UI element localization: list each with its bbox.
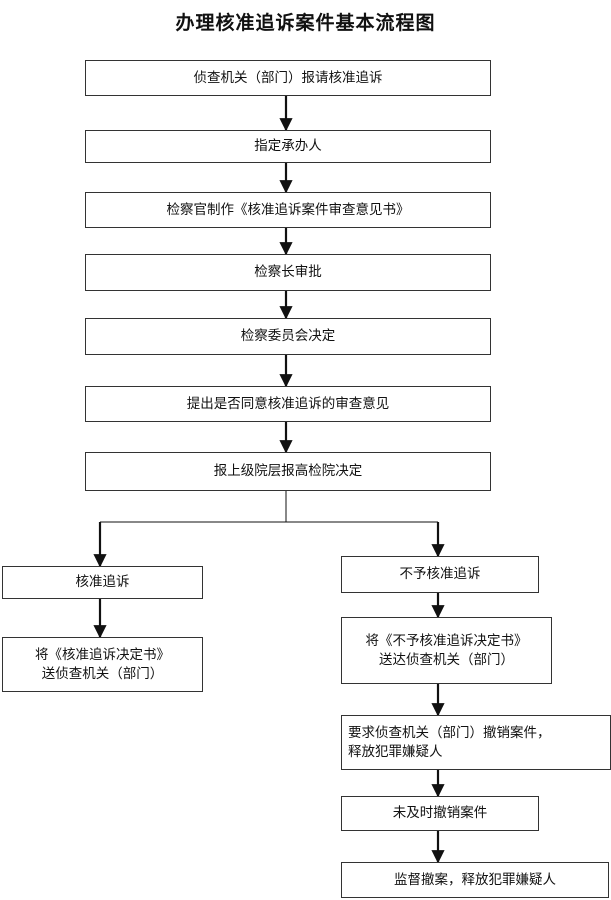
branch-reject-require-line-2: 释放犯罪嫌疑人 [348, 743, 443, 760]
branch-reject-require: 要求侦查机关（部门）撤销案件， 释放犯罪嫌疑人 [341, 715, 611, 770]
step-chief-approval-label: 检察长审批 [254, 264, 322, 280]
page-title: 办理核准追诉案件基本流程图 [175, 12, 436, 34]
step-opinion: 检察官制作《核准追诉案件审查意见书》 [85, 192, 491, 228]
branch-approve-action-line-2: 送侦查机关（部门） [41, 665, 164, 682]
branch-reject-untimely: 未及时撤销案件 [341, 796, 539, 831]
step-review-opinion-label: 提出是否同意核准追诉的审查意见 [186, 395, 390, 412]
branch-reject-decision: 不予核准追诉 [341, 556, 539, 593]
step-report: 侦查机关（部门）报请核准追诉 [85, 60, 491, 96]
step-escalate: 报上级院层报高检院决定 [85, 452, 491, 491]
step-committee-label: 检察委员会决定 [240, 328, 336, 344]
step-review-opinion: 提出是否同意核准追诉的审查意见 [85, 386, 491, 422]
branch-reject-supervise: 监督撤案，释放犯罪嫌疑人 [341, 862, 609, 898]
branch-reject-untimely-label: 未及时撤销案件 [392, 805, 488, 821]
step-escalate-label: 报上级院层报高检院决定 [213, 463, 363, 479]
branch-approve-decision-label: 核准追诉 [75, 574, 130, 590]
branch-approve-action-line-1: 将《核准追诉决定书》 [35, 646, 170, 663]
branch-reject-decision-label: 不予核准追诉 [399, 566, 481, 582]
step-opinion-label: 检察官制作《核准追诉案件审查意见书》 [166, 201, 410, 218]
branch-reject-supervise-label: 监督撤案，释放犯罪嫌疑人 [394, 871, 556, 888]
branch-reject-action-line-2: 送达侦查机关（部门） [379, 651, 514, 668]
branch-reject-action: 将《不予核准追诉决定书》 送达侦查机关（部门） [341, 617, 552, 684]
branch-reject-require-line-1: 要求侦查机关（部门）撤销案件， [348, 724, 551, 741]
branch-approve-decision: 核准追诉 [2, 566, 203, 599]
step-report-label: 侦查机关（部门）报请核准追诉 [193, 69, 383, 86]
step-assign-label: 指定承办人 [254, 138, 322, 154]
branch-reject-action-line-1: 将《不予核准追诉决定书》 [365, 632, 528, 649]
step-assign: 指定承办人 [85, 130, 491, 163]
step-committee: 检察委员会决定 [85, 318, 491, 355]
step-chief-approval: 检察长审批 [85, 254, 491, 291]
branch-approve-action: 将《核准追诉决定书》 送侦查机关（部门） [2, 637, 203, 692]
